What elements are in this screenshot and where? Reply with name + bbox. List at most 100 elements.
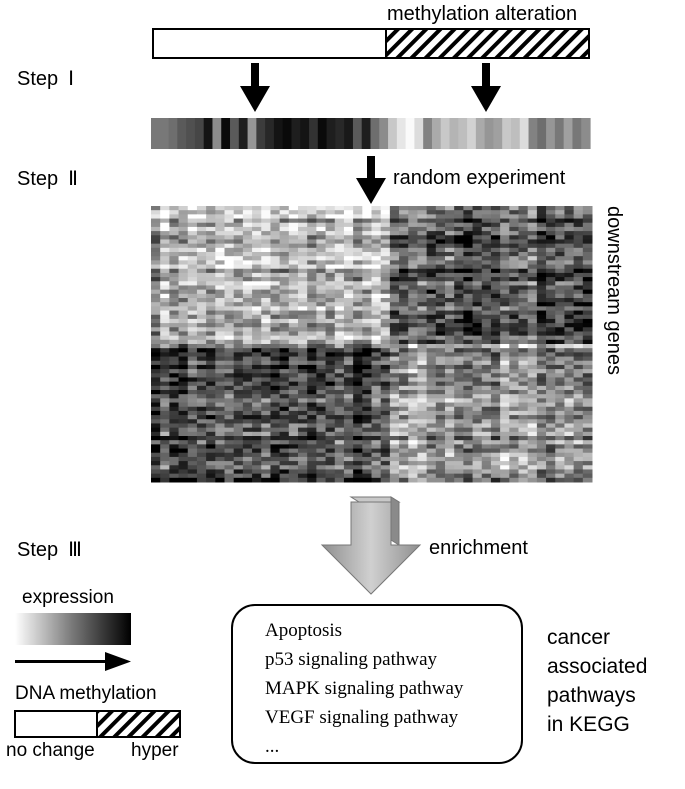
heatmap-cell <box>555 406 565 412</box>
heatmap-cell <box>435 456 446 462</box>
heatmap-cell <box>151 402 161 408</box>
heatmap-cell <box>490 327 501 332</box>
heatmap-cell <box>536 469 547 475</box>
heatmap-cell <box>196 444 207 450</box>
heatmap-cell <box>582 452 593 458</box>
heatmap-cell <box>481 461 492 466</box>
heatmap-cell <box>169 231 180 236</box>
heatmap-cell <box>518 444 529 450</box>
heatmap-cell <box>334 222 345 228</box>
heatmap-cell <box>454 373 464 378</box>
heatmap-cell <box>445 381 455 387</box>
heatmap-cell <box>334 360 345 366</box>
heatmap-cell <box>536 306 547 312</box>
heatmap-cell <box>242 302 253 307</box>
heatmap-cell <box>408 260 418 266</box>
heatmap-cell <box>224 381 235 387</box>
heatmap-cell <box>196 356 207 362</box>
heatmap-cell <box>316 444 327 450</box>
heatmap-cell <box>196 293 207 299</box>
heatmap-cell <box>196 456 207 462</box>
heatmap-cell <box>463 281 474 286</box>
heatmap-cell <box>481 381 492 387</box>
heatmap-cell <box>178 344 189 349</box>
heatmap-cell <box>582 465 593 470</box>
heatmap-cell <box>399 410 409 416</box>
heatmap-cell <box>445 348 455 353</box>
heatmap-cell <box>518 419 529 424</box>
heatmap-cell <box>481 364 492 370</box>
heatmap-cell <box>151 444 161 450</box>
heatmap-cell <box>196 465 207 470</box>
heatmap-cell <box>316 256 327 261</box>
heatmap-cell <box>178 410 189 416</box>
heatmap-cell <box>380 302 391 307</box>
heatmap-cell <box>334 339 345 345</box>
heatmap-cell <box>408 298 418 303</box>
heatmap-cell <box>490 339 501 345</box>
heatmap-cell <box>472 344 483 349</box>
heatmap-cell <box>279 444 290 450</box>
heatmap-cell <box>270 264 281 270</box>
heatmap-cell <box>206 226 216 232</box>
heatmap-cell <box>573 218 584 224</box>
heatmap-cell <box>426 444 437 450</box>
heatmap-cell <box>472 327 483 332</box>
heatmap-cell <box>151 289 161 295</box>
heatmap-cell <box>252 239 262 245</box>
heatmap-cell <box>160 206 170 211</box>
heatmap-cell <box>445 206 455 211</box>
heatmap-cell <box>325 398 336 404</box>
heatmap-cell <box>582 381 593 387</box>
heatmap-cell <box>389 360 400 366</box>
heatmap-cell <box>445 461 455 466</box>
heatmap-cell <box>564 390 575 395</box>
heatmap-cell <box>408 289 418 295</box>
heatmap-cell <box>343 398 354 404</box>
heatmap-cell <box>573 231 584 236</box>
heatmap-cell <box>380 327 391 332</box>
heatmap-cell <box>500 214 510 220</box>
heatmap-cell <box>224 281 235 286</box>
kegg-note-line: associated <box>547 655 648 678</box>
heatmap-cell <box>353 373 363 378</box>
heatmap-cell <box>408 452 418 458</box>
heatmap-cell <box>187 398 198 404</box>
heatmap-cell <box>481 452 492 458</box>
heatmap-cell <box>536 385 547 391</box>
heatmap-cell <box>408 314 418 320</box>
heatmap-cell <box>481 419 492 424</box>
heatmap-cell <box>316 310 327 316</box>
heatmap-cell <box>509 398 519 404</box>
heatmap-cell <box>288 364 299 370</box>
heatmap-cell <box>187 331 198 337</box>
heatmap-cell <box>316 369 327 374</box>
heatmap-cell <box>426 360 437 366</box>
heatmap-cell <box>380 465 391 470</box>
heatmap-cell <box>573 410 584 416</box>
heatmap-cell <box>500 272 510 278</box>
heatmap-cell <box>399 260 409 266</box>
heatmap-cell <box>408 440 418 445</box>
heatmap-cell <box>500 390 510 395</box>
heatmap-cell <box>527 277 538 282</box>
heatmap-cell <box>270 335 281 341</box>
heatmap-cell <box>316 352 327 358</box>
heatmap-cell <box>307 339 317 345</box>
heatmap-cell <box>270 436 281 441</box>
heatmap-cell <box>426 235 437 240</box>
heatmap-cell <box>518 360 529 366</box>
heatmap-cell <box>178 231 189 236</box>
heatmap-cell <box>582 310 593 316</box>
heatmap-cell <box>573 356 584 362</box>
heatmap-cell <box>435 306 446 312</box>
heatmap-cell <box>206 377 216 383</box>
heatmap-cell <box>463 318 474 324</box>
heatmap-cell <box>371 356 382 362</box>
heatmap-cell <box>417 444 428 450</box>
heatmap-cell <box>445 402 455 408</box>
heatmap-cell <box>334 444 345 450</box>
heatmap-cell <box>472 390 483 395</box>
down-arrow-icon <box>240 63 270 112</box>
heatmap-cell <box>380 210 391 215</box>
